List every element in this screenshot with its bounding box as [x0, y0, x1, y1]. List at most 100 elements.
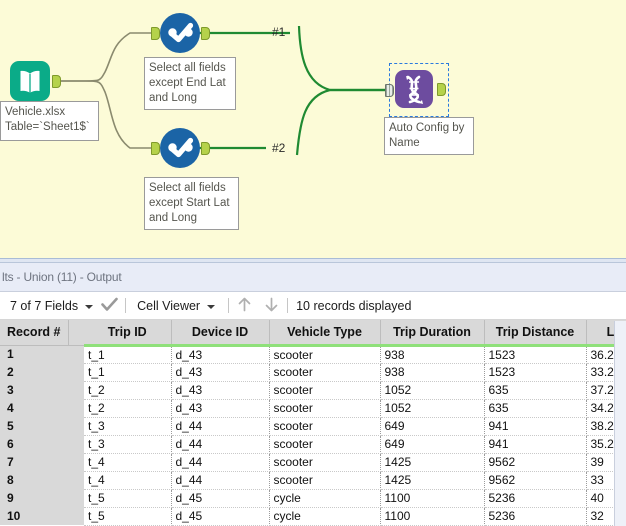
cell-device-id[interactable]: d_44 [171, 471, 270, 490]
cell-vehicle-type[interactable]: scooter [269, 399, 381, 418]
cell-trip-duration[interactable]: 649 [380, 417, 485, 436]
cell-device-id[interactable]: d_45 [171, 489, 270, 508]
cell-vehicle-type[interactable]: scooter [269, 471, 381, 490]
cell-device-id[interactable]: d_44 [171, 453, 270, 472]
cell-trip-distance[interactable]: 9562 [484, 453, 587, 472]
cell-device-id[interactable]: d_44 [171, 435, 270, 454]
cell-device-id[interactable]: d_45 [171, 507, 270, 526]
table-header-row: Record # Trip ID Device ID Vehicle Type … [0, 320, 626, 347]
cell-trip-distance[interactable]: 635 [484, 381, 587, 400]
cell-trip-duration[interactable]: 1100 [380, 507, 485, 526]
results-tab-title[interactable]: lts - Union (11) - Output [2, 270, 122, 284]
cell-vehicle-type[interactable]: scooter [269, 381, 381, 400]
cell-trip-id[interactable]: t_2 [84, 399, 172, 418]
cell-device-id[interactable]: d_43 [171, 381, 270, 400]
cell-trip-distance[interactable]: 9562 [484, 471, 587, 490]
cell-trip-id[interactable]: t_5 [84, 489, 172, 508]
cell-vehicle-type[interactable]: scooter [269, 453, 381, 472]
cell-trip-duration[interactable]: 1052 [380, 381, 485, 400]
cell-trip-duration[interactable]: 938 [380, 345, 485, 364]
cell-vehicle-type[interactable]: scooter [269, 435, 381, 454]
input-port-select-2[interactable] [151, 142, 160, 155]
cell-trip-duration[interactable]: 1425 [380, 471, 485, 490]
row-spacer-cell [68, 399, 84, 417]
excel-book-icon [10, 61, 50, 101]
row-spacer-cell [68, 453, 84, 471]
cell-viewer-selector[interactable]: Cell Viewer [133, 299, 221, 313]
results-grid[interactable]: Record # Trip ID Device ID Vehicle Type … [0, 320, 626, 526]
cell-trip-duration[interactable]: 649 [380, 435, 485, 454]
cell-trip-distance[interactable]: 5236 [484, 489, 587, 508]
cell-trip-distance[interactable]: 635 [484, 399, 587, 418]
arrow-up-icon[interactable] [236, 296, 253, 316]
cell-trip-duration[interactable]: 938 [380, 363, 485, 382]
cell-trip-id[interactable]: t_3 [84, 435, 172, 454]
column-header-record[interactable]: Record # [0, 320, 69, 346]
cell-vehicle-type[interactable]: cycle [269, 507, 381, 526]
results-table: Record # Trip ID Device ID Vehicle Type … [0, 320, 626, 526]
cell-trip-id[interactable]: t_4 [84, 453, 172, 472]
cell-trip-duration[interactable]: 1052 [380, 399, 485, 418]
cell-trip-distance[interactable]: 941 [484, 417, 587, 436]
cell-device-id[interactable]: d_43 [171, 363, 270, 382]
cell-trip-id[interactable]: t_5 [84, 507, 172, 526]
fields-selector-label: 7 of 7 Fields [10, 298, 79, 313]
row-record-number: 2 [0, 363, 68, 381]
cell-trip-id[interactable]: t_2 [84, 381, 172, 400]
node-input-label: Vehicle.xlsx Table=`Sheet1$` [0, 101, 99, 141]
output-port-select-2[interactable] [201, 142, 210, 155]
cell-trip-distance[interactable]: 941 [484, 435, 587, 454]
output-port-input[interactable] [52, 75, 61, 88]
input-port-union[interactable] [385, 84, 394, 97]
column-header-vehicle-type[interactable]: Vehicle Type [269, 320, 381, 347]
connection-label-1: #1 [272, 25, 286, 39]
cell-trip-distance[interactable]: 1523 [484, 345, 587, 364]
chevron-down-icon[interactable] [207, 304, 216, 309]
row-spacer-cell [68, 435, 84, 453]
input-port-select-1[interactable] [151, 27, 160, 40]
results-tab-bar[interactable]: lts - Union (11) - Output [0, 263, 626, 292]
column-header-device-id[interactable]: Device ID [171, 320, 270, 347]
chevron-down-icon[interactable] [85, 304, 94, 309]
results-toolbar[interactable]: 7 of 7 Fields Cell Viewer 10 records dis… [0, 292, 626, 320]
output-port-union[interactable] [437, 83, 446, 96]
arrow-down-icon[interactable] [263, 296, 280, 316]
row-record-number: 7 [0, 453, 68, 471]
row-spacer-cell [68, 381, 84, 399]
row-record-number: 1 [0, 345, 68, 363]
cell-trip-distance[interactable]: 1523 [484, 363, 587, 382]
workflow-canvas[interactable]: Vehicle.xlsx Table=`Sheet1$` Select all … [0, 0, 626, 258]
cell-device-id[interactable]: d_43 [171, 345, 270, 364]
cell-vehicle-type[interactable]: scooter [269, 345, 381, 364]
cell-trip-id[interactable]: t_1 [84, 363, 172, 382]
cell-trip-duration[interactable]: 1100 [380, 489, 485, 508]
cell-vehicle-type[interactable]: scooter [269, 417, 381, 436]
cell-device-id[interactable]: d_44 [171, 417, 270, 436]
panel-splitter[interactable] [0, 258, 626, 263]
fields-selector[interactable]: 7 of 7 Fields [6, 299, 99, 313]
cell-trip-id[interactable]: t_1 [84, 345, 172, 364]
cell-device-id[interactable]: d_43 [171, 399, 270, 418]
column-header-trip-distance[interactable]: Trip Distance [484, 320, 587, 347]
output-port-select-1[interactable] [201, 27, 210, 40]
column-header-trip-id[interactable]: Trip ID [84, 320, 172, 347]
checkmark-icon[interactable] [101, 297, 118, 315]
cell-trip-id[interactable]: t_4 [84, 471, 172, 490]
column-header-trip-duration[interactable]: Trip Duration [380, 320, 485, 347]
cell-trip-duration[interactable]: 1425 [380, 453, 485, 472]
cell-vehicle-type[interactable]: scooter [269, 363, 381, 382]
cell-trip-id[interactable]: t_3 [84, 417, 172, 436]
row-spacer-cell [68, 417, 84, 435]
cell-trip-distance[interactable]: 5236 [484, 507, 587, 526]
cell-vehicle-type[interactable]: cycle [269, 489, 381, 508]
